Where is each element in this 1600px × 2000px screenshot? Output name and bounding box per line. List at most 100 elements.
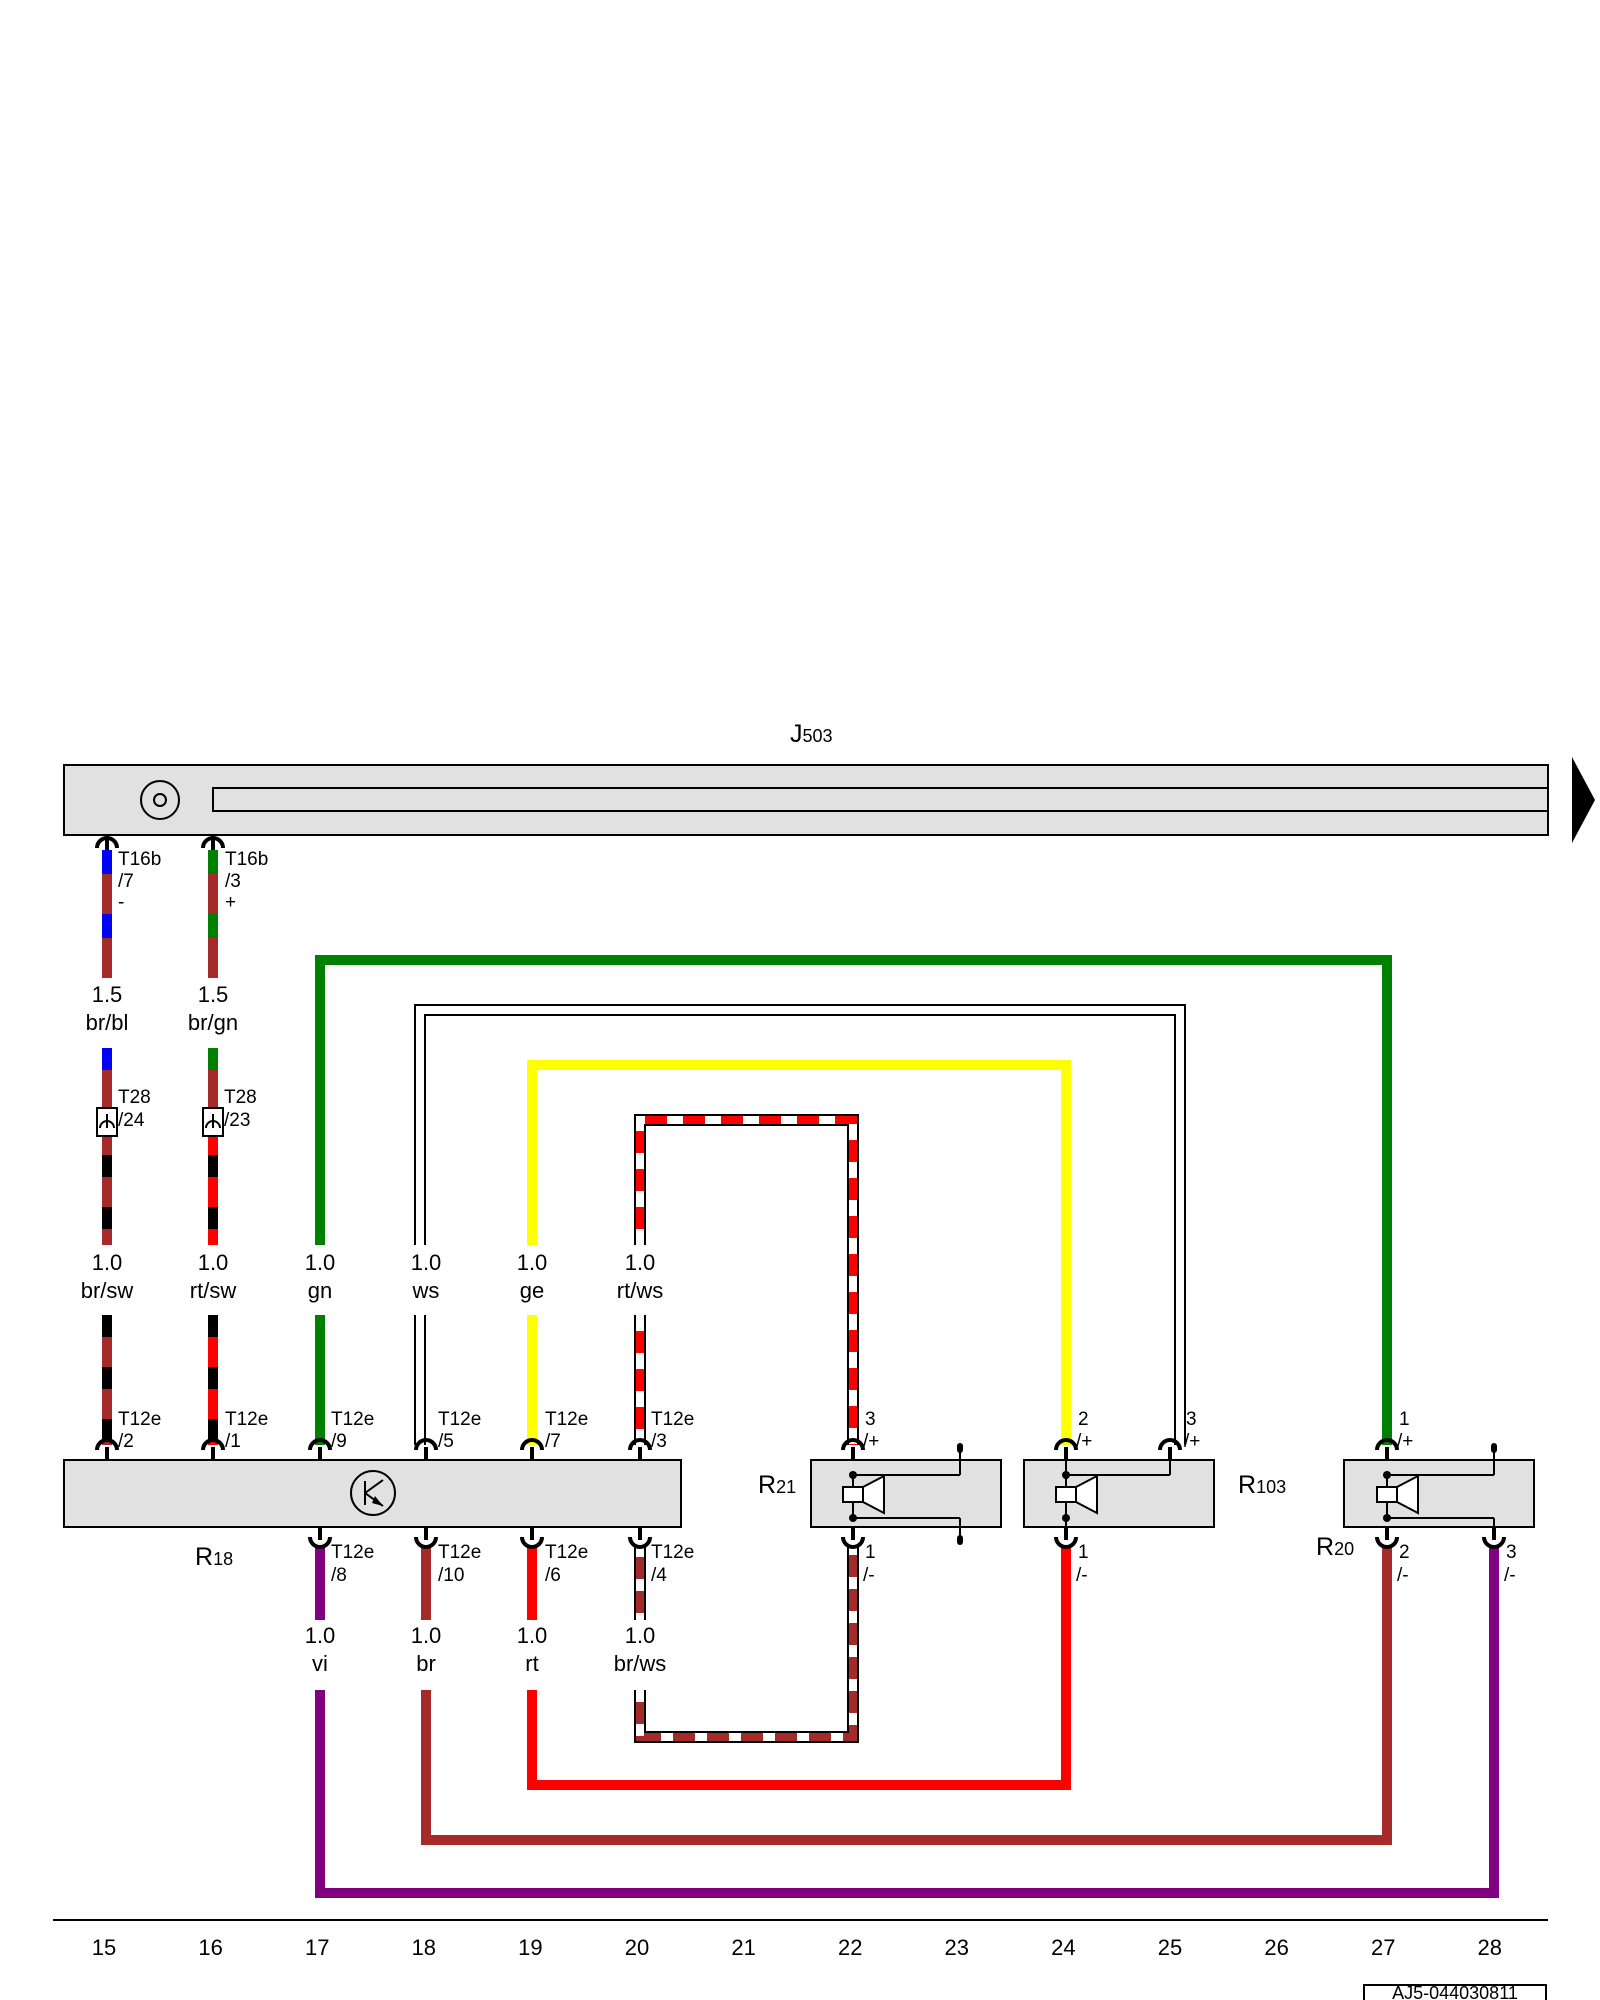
- pin-icon[interactable]: [1375, 1438, 1399, 1460]
- svg-text:3: 3: [1186, 1409, 1197, 1430]
- svg-text:/9: /9: [331, 1431, 347, 1452]
- svg-text:/6: /6: [545, 1565, 561, 1586]
- svg-text:1: 1: [865, 1542, 876, 1563]
- r21-speaker: R21 3 /+ 1 /-: [758, 1409, 1002, 1586]
- track-number: 28: [1478, 1935, 1502, 1960]
- svg-text:1.0: 1.0: [305, 1623, 336, 1648]
- svg-text:T16b: T16b: [118, 849, 161, 870]
- pin-icon[interactable]: [201, 1438, 225, 1460]
- pin-icon[interactable]: [841, 1527, 865, 1549]
- svg-text:/7: /7: [118, 871, 134, 892]
- svg-text:1.0: 1.0: [198, 1250, 229, 1275]
- svg-text:T28: T28: [118, 1087, 151, 1108]
- speaker-icon: [842, 1486, 864, 1503]
- diagram-code: AJ5-044030811: [1363, 1983, 1547, 2000]
- r103-label: R103: [1238, 1471, 1286, 1499]
- svg-text:1: 1: [1078, 1542, 1089, 1563]
- svg-text:/8: /8: [331, 1565, 347, 1586]
- r18-unit: R18: [63, 1459, 682, 1571]
- pin-icon[interactable]: [841, 1438, 865, 1460]
- svg-text:/+: /+: [1076, 1431, 1092, 1452]
- wires: [102, 850, 1499, 1898]
- transistor-icon: [350, 1470, 396, 1516]
- r18-label: R18: [195, 1543, 233, 1571]
- svg-text:/4: /4: [651, 1565, 667, 1586]
- track-number: 25: [1158, 1935, 1182, 1960]
- pin-icon[interactable]: [308, 1527, 332, 1549]
- svg-text:T12e: T12e: [118, 1409, 161, 1430]
- svg-text:1.5: 1.5: [92, 982, 123, 1007]
- r18-bottom-pins: T12e /8 T12e /10 T12e /6 T12e /4: [308, 1527, 694, 1586]
- svg-text:/-: /-: [1504, 1565, 1516, 1586]
- pin-icon[interactable]: [1375, 1527, 1399, 1549]
- svg-text:1.0: 1.0: [625, 1623, 656, 1648]
- pin-icon[interactable]: [628, 1438, 652, 1460]
- svg-text:/-: /-: [863, 1565, 875, 1586]
- track-number: 26: [1264, 1935, 1288, 1960]
- track-number: 17: [305, 1935, 329, 1960]
- svg-text:ge: ge: [520, 1278, 544, 1303]
- svg-text:T12e: T12e: [438, 1409, 481, 1430]
- pin-icon[interactable]: [520, 1438, 544, 1460]
- j503-label: J503: [790, 720, 833, 748]
- svg-text:rt/ws: rt/ws: [617, 1278, 663, 1303]
- svg-text:/10: /10: [438, 1565, 464, 1586]
- pin-icon[interactable]: [520, 1527, 544, 1549]
- r20-speaker: R20 1 /+ 2 /- 3 /-: [1316, 1409, 1535, 1586]
- svg-text:br/gn: br/gn: [188, 1010, 238, 1035]
- svg-text:T12e: T12e: [545, 1542, 588, 1563]
- svg-text:br/sw: br/sw: [81, 1278, 134, 1303]
- track-number: 19: [518, 1935, 542, 1960]
- svg-text:T12e: T12e: [225, 1409, 268, 1430]
- r21-label: R21: [758, 1471, 796, 1499]
- track-number: 20: [625, 1935, 649, 1960]
- svg-text:/2: /2: [118, 1431, 134, 1452]
- svg-text:rt: rt: [525, 1651, 538, 1676]
- pin-icon[interactable]: [308, 1438, 332, 1460]
- svg-text:/5: /5: [438, 1431, 454, 1452]
- r20-label: R20: [1316, 1533, 1354, 1561]
- speaker-icon: [1376, 1486, 1398, 1503]
- svg-text:T12e: T12e: [438, 1542, 481, 1563]
- svg-text:/-: /-: [1076, 1565, 1088, 1586]
- svg-text:vi: vi: [312, 1651, 328, 1676]
- svg-text:1.0: 1.0: [305, 1250, 336, 1275]
- svg-text:/1: /1: [225, 1431, 241, 1452]
- t28-connectors: T28 /24 T28 /23: [96, 1087, 257, 1137]
- svg-text:/24: /24: [118, 1110, 145, 1131]
- svg-text:1.0: 1.0: [411, 1250, 442, 1275]
- svg-text:2: 2: [1078, 1409, 1089, 1430]
- j503-connectors: T16b /7 - T16b /3 +: [95, 835, 268, 913]
- svg-text:/+: /+: [1397, 1431, 1413, 1452]
- track-number: 21: [731, 1935, 755, 1960]
- speaker-icon: [1055, 1486, 1077, 1503]
- svg-text:T28: T28: [224, 1087, 257, 1108]
- track-number: 23: [945, 1935, 969, 1960]
- svg-text:+: +: [225, 892, 236, 913]
- pin-icon[interactable]: [1054, 1527, 1078, 1549]
- svg-text:T12e: T12e: [545, 1409, 588, 1430]
- upper-wire-labels: 1.5 br/bl 1.5 br/gn: [86, 982, 238, 1035]
- pin-icon[interactable]: [1482, 1527, 1506, 1549]
- pin-icon[interactable]: [95, 1438, 119, 1460]
- pin-icon[interactable]: [414, 1438, 438, 1460]
- svg-text:br: br: [416, 1651, 436, 1676]
- track-number: 16: [198, 1935, 222, 1960]
- bottom-wire-labels: 1.0 vi 1.0 br 1.0 rt 1.0 br/ws: [305, 1623, 667, 1676]
- ground-circle-icon: [140, 780, 180, 820]
- svg-text:2: 2: [1399, 1542, 1410, 1563]
- svg-text:1.0: 1.0: [517, 1623, 548, 1648]
- svg-text:T12e: T12e: [331, 1542, 374, 1563]
- pin-icon[interactable]: [1054, 1438, 1078, 1460]
- continuation-arrow-icon[interactable]: [1572, 757, 1595, 843]
- pin-icon[interactable]: [1158, 1438, 1182, 1460]
- svg-text:rt/sw: rt/sw: [190, 1278, 237, 1303]
- pin-icon[interactable]: [628, 1527, 652, 1549]
- track-number: 15: [92, 1935, 116, 1960]
- pin-icon[interactable]: [414, 1527, 438, 1549]
- svg-text:1.0: 1.0: [517, 1250, 548, 1275]
- svg-text:br/ws: br/ws: [614, 1651, 667, 1676]
